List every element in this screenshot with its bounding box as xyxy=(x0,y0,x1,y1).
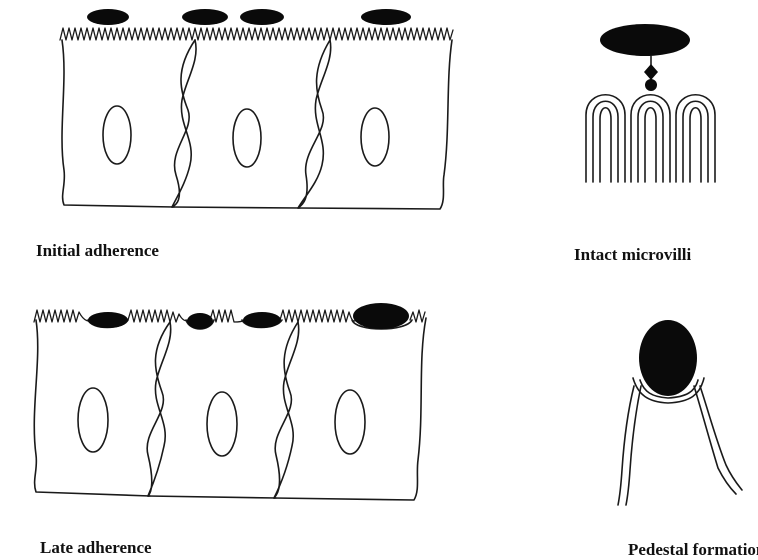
nucleus xyxy=(361,108,389,166)
nucleus xyxy=(103,106,131,164)
pedestal-stem xyxy=(694,386,736,494)
enterocyte-cell xyxy=(298,40,452,209)
enterocyte-cell xyxy=(172,207,300,208)
brush-border-segment xyxy=(280,310,356,322)
caption-pedestal-formation: Pedestal formation xyxy=(628,540,758,560)
nucleus xyxy=(78,388,108,452)
bacterium xyxy=(639,320,697,396)
microvillus xyxy=(690,108,701,182)
brush-border-top xyxy=(60,28,453,40)
panel-initial-adherence xyxy=(60,9,453,209)
microvillus xyxy=(600,108,611,182)
brush-border-segment xyxy=(128,310,188,322)
panel-late-adherence xyxy=(34,303,426,500)
brush-border-segment xyxy=(210,310,244,322)
nucleus xyxy=(207,392,237,456)
bacterium xyxy=(240,9,284,25)
bacterium xyxy=(361,9,411,25)
cell-junction xyxy=(298,40,331,208)
pedestal-stem xyxy=(626,386,641,505)
bacterium xyxy=(243,312,281,328)
caption-intact-microvilli: Intact microvilli xyxy=(574,245,691,265)
nucleus xyxy=(233,109,261,167)
bacterium xyxy=(353,303,409,329)
microvillus xyxy=(645,108,656,182)
microvillus xyxy=(593,101,618,182)
caption-initial-adherence: Initial adherence xyxy=(36,241,159,261)
microvillus xyxy=(683,101,708,182)
bacterium xyxy=(87,9,129,25)
panel-intact-microvilli xyxy=(586,24,715,182)
enterocyte-cell xyxy=(148,496,276,498)
attachment-diamond xyxy=(644,64,658,80)
bacterium xyxy=(88,312,128,328)
cell-junction xyxy=(172,40,196,207)
attachment-knob xyxy=(645,79,657,91)
enterocyte-cell xyxy=(62,40,174,207)
nucleus xyxy=(335,390,365,454)
microvillus xyxy=(638,101,663,182)
bacterium xyxy=(600,24,690,56)
enterocyte-cell xyxy=(34,320,150,496)
panel-pedestal-formation xyxy=(618,320,742,505)
brush-border-segment xyxy=(34,310,92,322)
caption-late-adherence: Late adherence xyxy=(40,538,152,558)
bacterium xyxy=(182,9,228,25)
bacterium xyxy=(187,313,213,329)
